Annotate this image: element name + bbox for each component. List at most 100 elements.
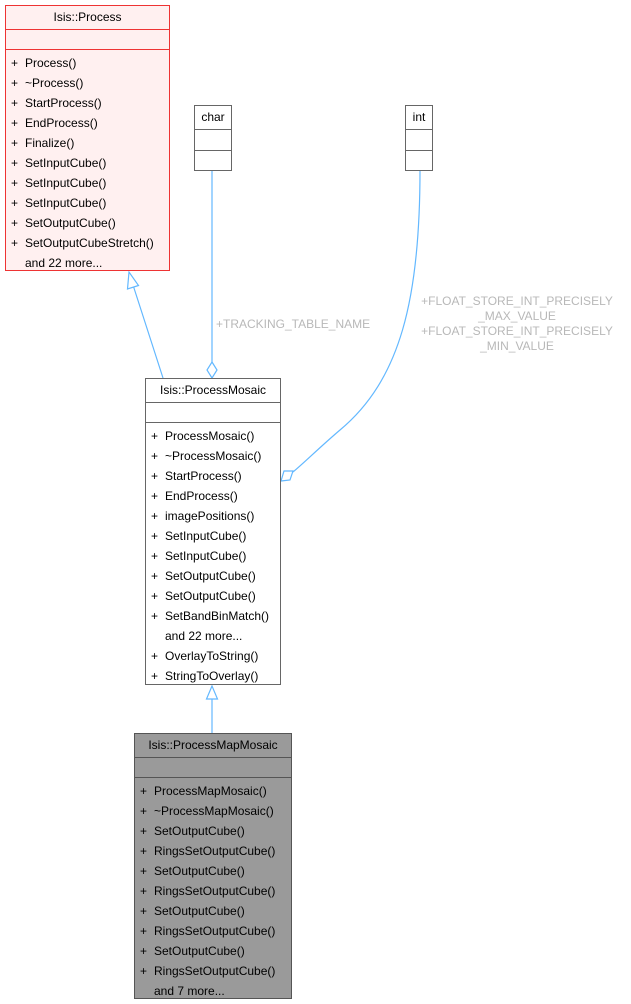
visibility-public: + — [11, 216, 19, 230]
method-row: +SetOutputCube() — [6, 213, 169, 233]
method-name: ~Process() — [25, 76, 84, 90]
method-row: + SetOutputCube() — [146, 566, 280, 586]
inheritance-edge-process — [132, 284, 164, 379]
edge-label-tracking: +TRACKING_TABLE_NAME — [216, 317, 371, 331]
method-row: + ProcessMosaic() — [146, 426, 280, 446]
method-row: + SetOutputCube() — [135, 901, 291, 921]
class-name: Isis::ProcessMosaic — [146, 379, 280, 403]
method-name: SetOutputCubeStretch() — [25, 236, 154, 250]
visibility-public: + — [140, 864, 148, 878]
visibility-public: + — [151, 509, 159, 523]
visibility-public: + — [151, 489, 159, 503]
method-name: ProcessMosaic() — [165, 429, 255, 443]
method-name: ~ProcessMosaic() — [165, 449, 262, 463]
method-row: +imagePositions() — [146, 506, 280, 526]
method-row: +RingsSetOutputCube() — [135, 841, 291, 861]
class-name: int — [406, 106, 432, 130]
method-row: + SetInputCube() — [6, 153, 169, 173]
method-name: SetBandBinMatch() — [165, 609, 270, 623]
methods-section: + ProcessMosaic() + ~ProcessMosaic() + StartP… — [146, 423, 280, 686]
method-row: + SetOutputCube() — [135, 821, 291, 841]
visibility-public: + — [11, 196, 19, 210]
visibility-public: + — [11, 96, 19, 110]
method-row: +Finalize() — [6, 133, 169, 153]
class-name: char — [195, 106, 231, 130]
inheritance-arrowhead-icon — [205, 684, 219, 700]
edge-label-line: _MAX_VALUE — [478, 309, 556, 323]
visibility-public: + — [140, 964, 148, 978]
method-name: RingsSetOutputCube() — [154, 964, 276, 978]
visibility-public: + — [151, 569, 159, 583]
class-node-process-mosaic[interactable]: Isis::ProcessMosaic+ProcessMosaic()+~Pro… — [145, 378, 281, 685]
visibility-public: + — [11, 176, 19, 190]
method-row: +SetInputCube() — [6, 193, 169, 213]
class-node-process-map-mosaic[interactable]: Isis::ProcessMapMosaic+ProcessMapMosaic(… — [134, 733, 292, 999]
methods-section — [195, 151, 231, 171]
method-name: StartProcess() — [165, 469, 242, 483]
method-row: +OverlayToString() — [146, 646, 280, 666]
visibility-public: + — [151, 549, 159, 563]
visibility-public: + — [151, 669, 159, 683]
more-methods: and 22 more... — [25, 256, 103, 270]
visibility-public: + — [140, 944, 148, 958]
attributes-section — [195, 130, 231, 151]
method-name: SetOutputCube() — [154, 824, 245, 838]
class-node-int[interactable]: int — [405, 105, 433, 171]
diamond-icon — [206, 360, 218, 380]
method-name: SetOutputCube() — [154, 944, 245, 958]
attributes-section — [6, 30, 169, 50]
method-name: SetInputCube() — [165, 529, 247, 543]
class-name: Isis::Process — [6, 6, 169, 30]
method-name: SetInputCube() — [25, 176, 107, 190]
edge-label-float: +FLOAT_STORE_INT_PRECISELY _MAX_VALUE +F… — [404, 294, 630, 354]
visibility-public: + — [140, 804, 148, 818]
methods-section: +Process()+~Process()+StartProcess()+End… — [6, 50, 169, 273]
visibility-public: + — [140, 904, 148, 918]
visibility-public: + — [11, 236, 19, 250]
methods-section: +ProcessMapMosaic()+~ProcessMapMosaic()+… — [135, 778, 291, 1001]
method-row: + StartProcess() — [6, 93, 169, 113]
method-name: SetOutputCube() — [154, 904, 245, 918]
visibility-public: + — [11, 116, 19, 130]
visibility-public: + — [140, 844, 148, 858]
method-row: +ProcessMapMosaic() — [135, 781, 291, 801]
edge-label-line: +FLOAT_STORE_INT_PRECISELY — [421, 324, 613, 338]
method-row: +SetOutputCube() — [146, 586, 280, 606]
visibility-public: + — [11, 56, 19, 70]
method-row: +RingsSetOutputCube() — [135, 921, 291, 941]
class-node-process[interactable]: Isis::Process+Process()+~Process()+Start… — [5, 5, 170, 271]
method-name: SetOutputCube() — [154, 864, 245, 878]
visibility-public: + — [151, 449, 159, 463]
visibility-public: + — [140, 924, 148, 938]
method-row: +~ProcessMapMosaic() — [135, 801, 291, 821]
method-name: SetInputCube() — [25, 156, 107, 170]
method-row: + SetInputCube() — [6, 173, 169, 193]
method-row: + SetBandBinMatch() — [146, 606, 280, 626]
method-row: + SetOutputCube() — [135, 941, 291, 961]
method-name: SetOutputCube() — [165, 569, 256, 583]
visibility-public: + — [11, 136, 19, 150]
method-row: + SetOutputCubeStretch() — [6, 233, 169, 253]
method-name: StringToOverlay() — [165, 669, 259, 683]
visibility-public: + — [151, 609, 159, 623]
method-row: + ~Process() — [6, 73, 169, 93]
method-row: + SetOutputCube() — [135, 861, 291, 881]
visibility-public: + — [11, 156, 19, 170]
edge-label-line: _MIN_VALUE — [480, 339, 554, 353]
class-node-char[interactable]: char — [194, 105, 232, 171]
visibility-public: + — [140, 884, 148, 898]
method-name: StartProcess() — [25, 96, 102, 110]
diamond-icon — [280, 470, 294, 482]
method-row: +EndProcess() — [6, 113, 169, 133]
method-row: +Process() — [6, 53, 169, 73]
more-methods: and 22 more... — [165, 629, 243, 643]
visibility-public: + — [140, 824, 148, 838]
method-name: ProcessMapMosaic() — [154, 784, 267, 798]
method-row: + RingsSetOutputCube() — [135, 961, 291, 981]
visibility-public: + — [151, 429, 159, 443]
more-methods: and 7 more... — [154, 984, 225, 998]
method-row: +SetInputCube() — [146, 546, 280, 566]
attributes-section — [406, 130, 432, 151]
visibility-public: + — [11, 76, 19, 90]
